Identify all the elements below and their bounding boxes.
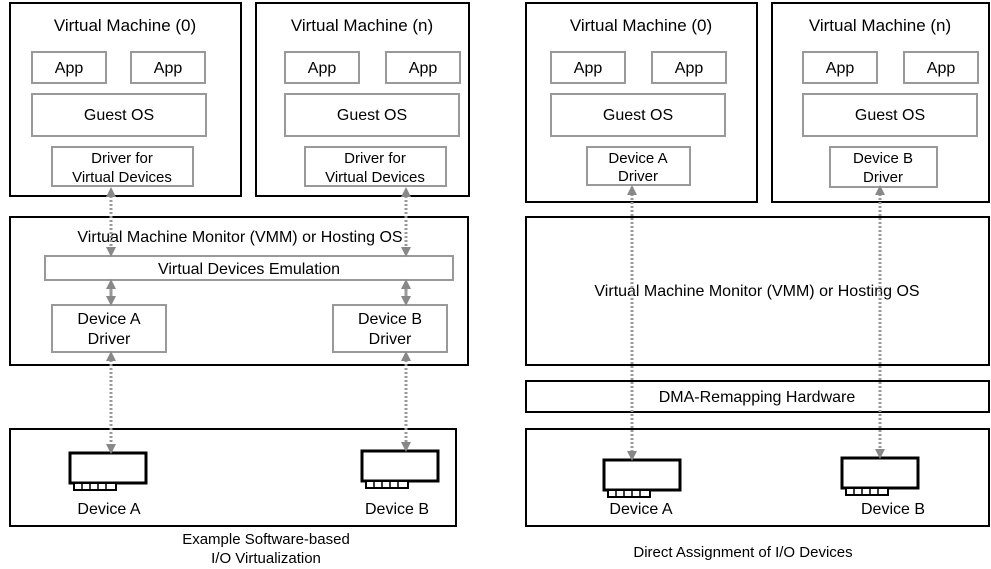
right-vmn-app1: App bbox=[826, 60, 855, 77]
left-vm0-title: Virtual Machine (0) bbox=[54, 16, 196, 35]
right-device-a-icon bbox=[602, 458, 682, 498]
left-driver-a-line1: Device A bbox=[77, 311, 140, 328]
left-vm0-driver-line2: Virtual Devices bbox=[72, 169, 172, 186]
right-vm0-title: Virtual Machine (0) bbox=[570, 16, 712, 35]
left-driver-b-line1: Device B bbox=[358, 311, 422, 328]
left-vmn-driver-line2: Virtual Devices bbox=[325, 169, 425, 186]
left-vm0-app2: App bbox=[154, 60, 183, 77]
right-vmn-title: Virtual Machine (n) bbox=[809, 16, 951, 35]
right-vm0-app1: App bbox=[574, 60, 603, 77]
left-vmn-title: Virtual Machine (n) bbox=[291, 16, 433, 35]
left-arrows bbox=[106, 187, 411, 454]
left-vm0-guest-os: Guest OS bbox=[84, 107, 154, 124]
left-vm0-app1: App bbox=[55, 60, 84, 77]
left-vmm-title: Virtual Machine Monitor (VMM) or Hosting… bbox=[77, 229, 402, 246]
left-device-b-label: Device B bbox=[365, 501, 429, 518]
left-driver-b-line2: Driver bbox=[369, 331, 412, 348]
left-caption-line1: Example Software-based bbox=[182, 531, 350, 548]
right-vm0-driver-line2: Driver bbox=[618, 168, 658, 185]
right-vmn-guest-os: Guest OS bbox=[855, 107, 925, 124]
left-hardware-box: Device A Device B bbox=[9, 428, 457, 527]
right-vmn-app2: App bbox=[927, 60, 956, 77]
right-vm0-app2: App bbox=[675, 60, 704, 77]
left-device-b-icon bbox=[360, 449, 440, 489]
left-vmn-app2: App bbox=[409, 60, 438, 77]
right-vmn-driver-line1: Device B bbox=[853, 150, 913, 167]
right-hardware-box: Device A Device B bbox=[525, 428, 990, 527]
right-vm0-guest-os: Guest OS bbox=[603, 107, 673, 124]
right-vm0-box: Virtual Machine (0) App App Guest OS Dev… bbox=[525, 2, 758, 203]
right-arrows bbox=[627, 185, 885, 461]
right-vmn-box: Virtual Machine (n) App App Guest OS Dev… bbox=[771, 2, 990, 203]
left-vmn-guest-os: Guest OS bbox=[337, 107, 407, 124]
left-driver-a-line2: Driver bbox=[88, 331, 131, 348]
right-device-a-label: Device A bbox=[609, 501, 672, 518]
right-dma-box: DMA-Remapping Hardware bbox=[525, 380, 990, 413]
right-device-b-label: Device B bbox=[861, 501, 925, 518]
right-vmm-box: Virtual Machine Monitor (VMM) or Hosting… bbox=[525, 216, 990, 366]
right-caption: Direct Assignment of I/O Devices bbox=[633, 544, 852, 561]
left-vmn-app1: App bbox=[308, 60, 337, 77]
left-vmn-driver-line1: Driver for bbox=[344, 150, 406, 167]
left-vmm-box: Virtual Machine Monitor (VMM) or Hosting… bbox=[9, 216, 469, 366]
left-vmn-box: Virtual Machine (n) App App Guest OS Dri… bbox=[255, 2, 470, 197]
right-device-b-icon bbox=[840, 456, 920, 496]
left-device-a-label: Device A bbox=[77, 501, 140, 518]
right-vm0-driver-line1: Device A bbox=[608, 150, 667, 167]
left-emulation-label: Virtual Devices Emulation bbox=[158, 261, 340, 278]
right-vmn-driver-line2: Driver bbox=[863, 169, 903, 186]
right-diagram: Virtual Machine (0) App App Guest OS Dev… bbox=[525, 2, 990, 561]
left-device-a-icon bbox=[68, 451, 148, 491]
left-diagram: Virtual Machine (0) App App Guest OS Dri… bbox=[9, 2, 470, 567]
right-vmm-title: Virtual Machine Monitor (VMM) or Hosting… bbox=[594, 283, 919, 300]
left-caption-line2: I/O Virtualization bbox=[211, 550, 321, 567]
left-vm0-box: Virtual Machine (0) App App Guest OS Dri… bbox=[9, 2, 242, 197]
left-vm0-driver-line1: Driver for bbox=[91, 150, 153, 167]
right-dma-label: DMA-Remapping Hardware bbox=[659, 389, 856, 406]
